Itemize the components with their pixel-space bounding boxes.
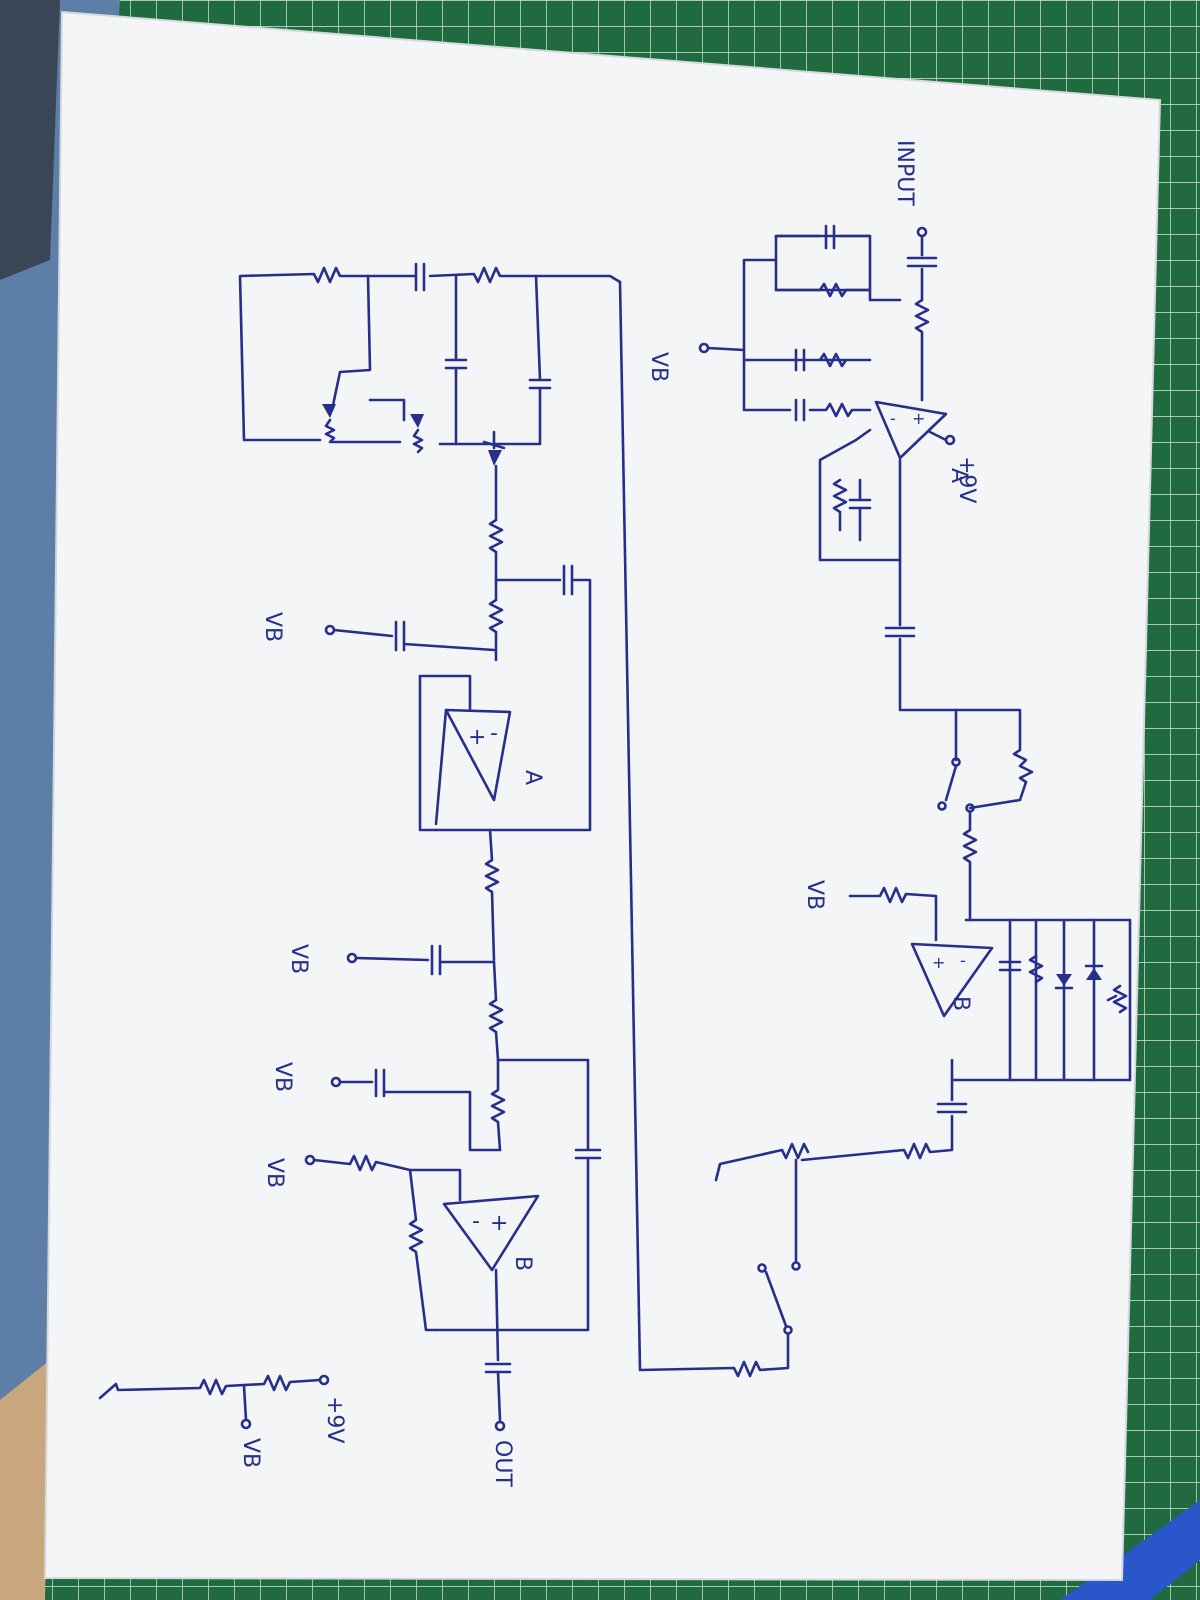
op-amp-b-right-minus: - bbox=[960, 951, 966, 970]
vb-label-left-1: VB bbox=[260, 612, 285, 642]
plus9v-terminal-bottom bbox=[318, 1374, 330, 1386]
op-amp-b-right bbox=[910, 942, 994, 1018]
op-amp-b-right-label: B bbox=[948, 996, 973, 1011]
paper-sheet bbox=[43, 10, 1162, 1582]
vb-label-left-3: VB bbox=[270, 1062, 295, 1092]
op-amp-a-right-label: A bbox=[946, 468, 971, 483]
op-amp-b-left-label: B bbox=[510, 1256, 535, 1271]
input-label: INPUT bbox=[892, 140, 917, 206]
op-amp-a-left-label: A bbox=[520, 770, 545, 785]
vb-label-left-2: VB bbox=[286, 944, 311, 974]
vb-terminal-divider bbox=[240, 1418, 252, 1430]
vb-label-divider: VB bbox=[238, 1438, 263, 1468]
op-amp-a-right-minus: - bbox=[890, 409, 896, 428]
wood-surface bbox=[0, 1360, 50, 1600]
plus9v-label-top: +9V bbox=[954, 456, 979, 503]
op-amp-a-left-plus: + bbox=[468, 725, 486, 750]
out-terminal bbox=[494, 1420, 506, 1432]
vb-label-right-2: VB bbox=[802, 880, 827, 910]
out-label: OUT bbox=[490, 1440, 515, 1487]
op-amp-b-right-plus: + bbox=[932, 953, 945, 972]
dark-fabric bbox=[0, 0, 60, 280]
op-amp-a-right-plus: + bbox=[912, 409, 925, 428]
vb-label-left-4: VB bbox=[262, 1158, 287, 1188]
op-amp-b-left-plus: + bbox=[490, 1211, 508, 1236]
op-amp-a-left-minus: - bbox=[490, 721, 498, 746]
op-amp-a-left bbox=[444, 708, 512, 802]
op-amp-a-right bbox=[874, 400, 948, 460]
plus9v-label-bottom: +9V bbox=[322, 1396, 347, 1443]
vb-label-right-1: VB bbox=[646, 352, 671, 382]
op-amp-b-left bbox=[442, 1194, 540, 1272]
left-circuit: VB + - A VB VB VB - + B OUT bbox=[98, 262, 622, 1487]
right-circuit: INPUT VB + - A +9V bbox=[618, 140, 1132, 1378]
op-amp-b-left-minus: - bbox=[472, 1209, 480, 1234]
